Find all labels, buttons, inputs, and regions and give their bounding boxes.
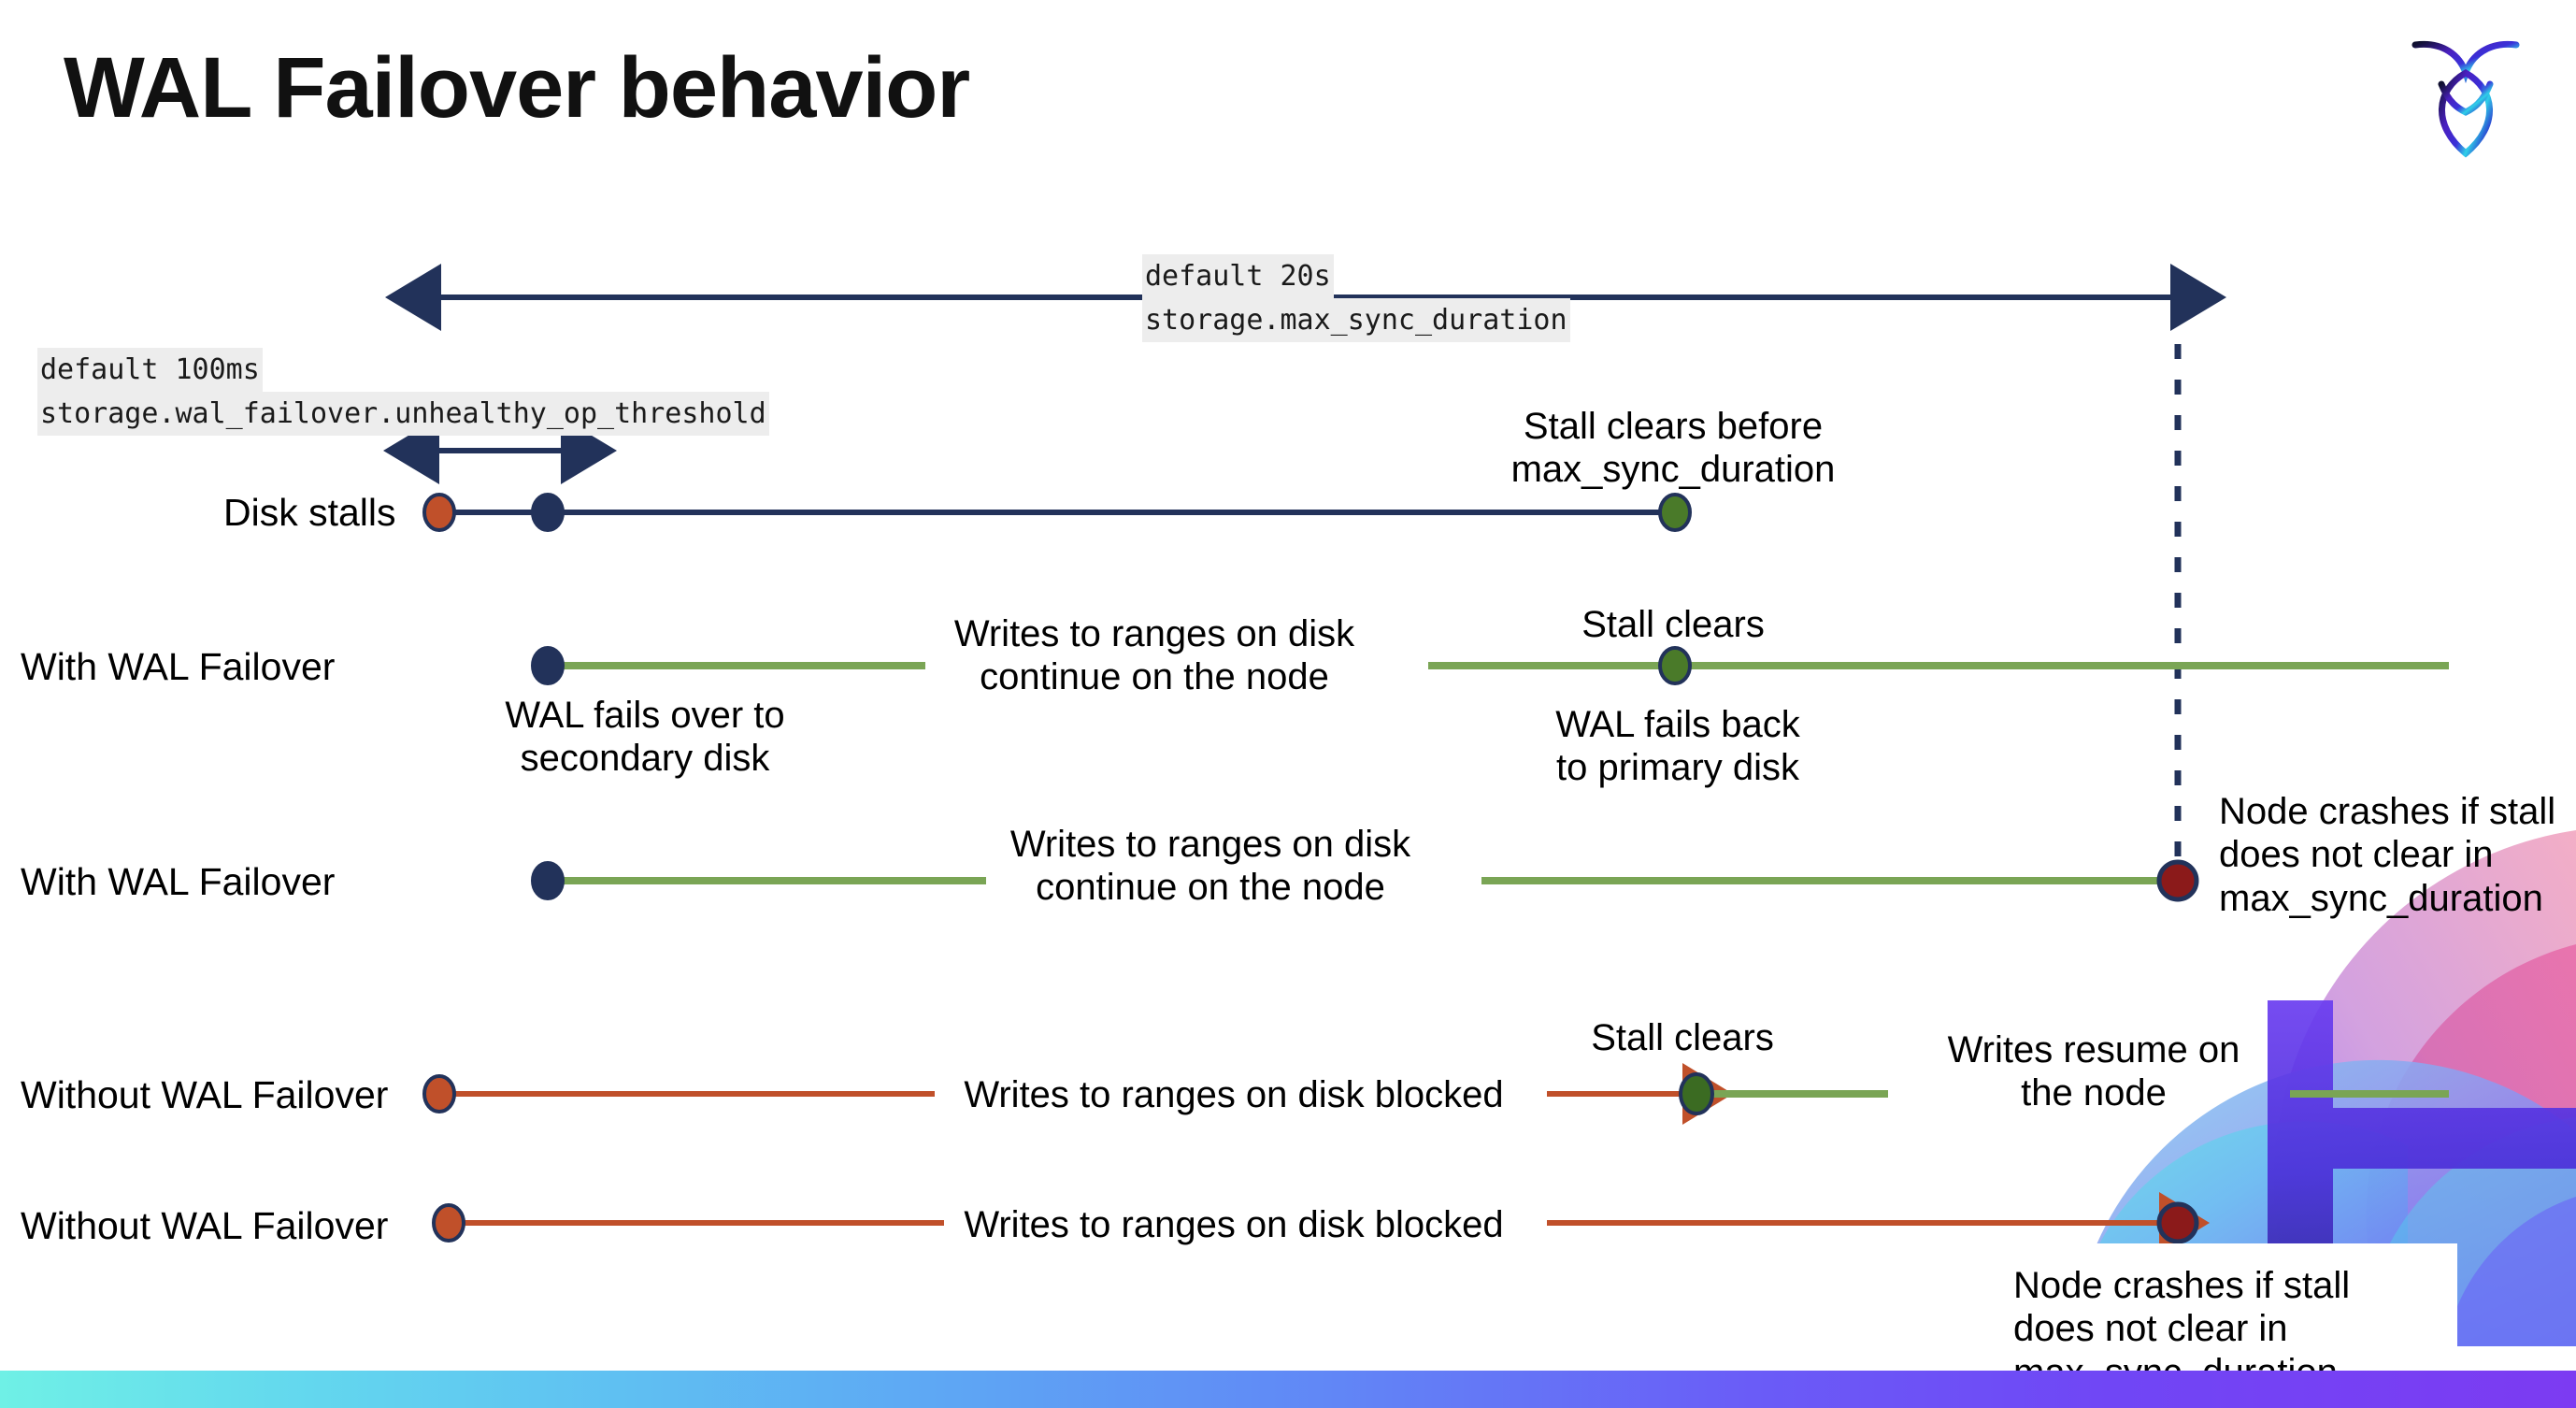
- unhealthy-op-threshold-callout: default 100ms storage.wal_failover.unhea…: [37, 348, 769, 436]
- timeline-with-wal-failover-crash: [531, 859, 2199, 902]
- unhealthy-default-label: default 100ms: [37, 348, 263, 392]
- max-sync-setting-name: storage.max_sync_duration: [1142, 298, 1570, 342]
- annotation-writes-blocked-1: Writes to ranges on disk blocked: [964, 1074, 1504, 1115]
- annotation-writes-continue-1: Writes to ranges on disk continue on the…: [953, 613, 1355, 698]
- annotation-wal-fails-over: WAL fails over to secondary disk: [505, 695, 785, 780]
- page-title: WAL Failover behavior: [64, 40, 970, 136]
- row-label-without-wal-failover-2: Without WAL Failover: [21, 1204, 389, 1247]
- row-label-with-wal-failover-1: With WAL Failover: [21, 645, 336, 688]
- annotation-node-crashes-1: Node crashes if stall does not clear in …: [2219, 791, 2556, 919]
- max-sync-duration-callout: default 20s storage.max_sync_duration: [1142, 254, 1570, 342]
- annotation-writes-continue-2: Writes to ranges on disk continue on the…: [1009, 824, 1411, 909]
- annotation-writes-resume: Writes resume on the node: [1947, 1029, 2240, 1114]
- unhealthy-setting-name: storage.wal_failover.unhealthy_op_thresh…: [37, 392, 769, 436]
- row-label-with-wal-failover-2: With WAL Failover: [21, 860, 336, 903]
- annotation-stall-clears-2: Stall clears: [1591, 1017, 1774, 1058]
- annotation-wal-fails-back: WAL fails back to primary disk: [1555, 704, 1800, 789]
- timeline-with-wal-failover-clears: [531, 646, 2449, 685]
- bottom-accent-bar: [0, 1371, 2576, 1408]
- row-label-disk-stalls: Disk stalls: [223, 491, 396, 534]
- annotation-writes-blocked-2: Writes to ranges on disk blocked: [964, 1204, 1504, 1245]
- timeline-without-wal-failover-clears: [422, 1063, 2449, 1125]
- timeline-without-wal-failover-crash: [432, 1192, 2210, 1254]
- cockroachdb-logo-icon: [2411, 40, 2520, 158]
- max-sync-default-label: default 20s: [1142, 254, 1334, 298]
- row-label-without-wal-failover-1: Without WAL Failover: [21, 1073, 389, 1116]
- timeline-disk-stalls: [422, 493, 1692, 532]
- annotation-stall-clears-1: Stall clears: [1581, 604, 1765, 645]
- annotation-stall-clears-before-max-sync: Stall clears before max_sync_duration: [1510, 406, 1836, 491]
